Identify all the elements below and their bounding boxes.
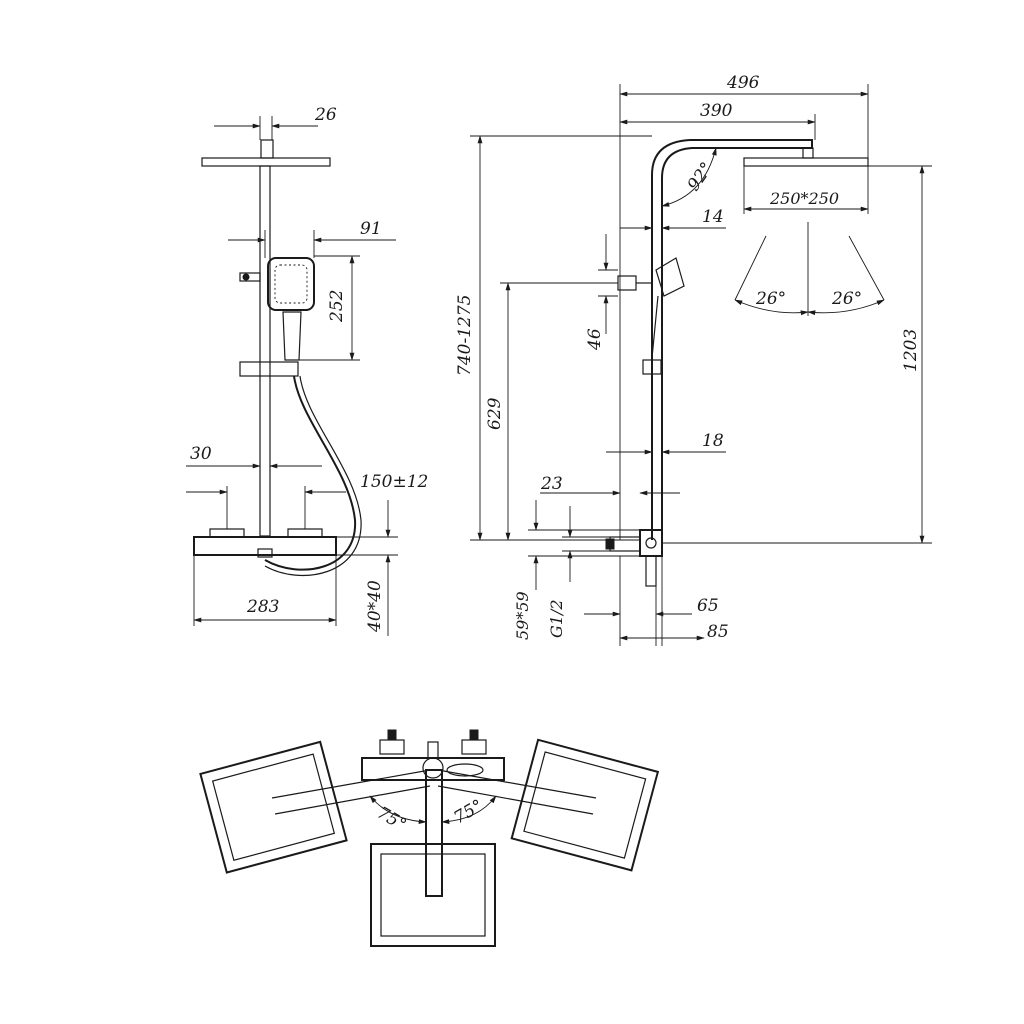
dim-inlet-offset: 23 [540,474,563,494]
dim-overall-reach: 496 [726,73,760,93]
dim-top-width: 26 [314,105,337,125]
dim-bar-width: 30 [190,444,212,464]
mixer-knob-right [287,528,323,538]
arm-top [425,769,443,897]
outlet-side [645,555,657,587]
dim-inlet-spacing: 150±12 [360,472,428,492]
dim-holder-to-mixer: 629 [485,397,505,430]
dim-arm-angle: 92° [684,159,718,195]
mixer-bar [193,536,337,556]
rain-head-swivel-left [199,740,348,874]
dim-swivel-right: 75° [451,796,487,828]
dim-inlet-thread: G1/2 [547,599,566,638]
holder-side [617,275,637,291]
dim-handshower-height: 252 [327,290,347,323]
front-view: 26 91 252 30 150±12 40*40 283 [186,105,428,636]
riser-pipe [259,165,271,537]
rain-head-plate [201,157,331,167]
handshower-handle [282,311,302,361]
slider-side [642,359,662,375]
rain-head-side [743,157,869,167]
dim-holder-height: 46 [585,328,605,351]
rain-head-top-inner [380,853,486,937]
dim-swivel-left: 75° [374,803,410,835]
rain-head-top [370,843,496,947]
dim-arm-tube: 14 [702,207,724,227]
slider [239,361,299,377]
holder-knob [239,272,261,282]
dim-spray-right: 26° [831,289,862,309]
mixer-outlet [257,548,273,558]
top-view: 75° 75° [199,729,660,947]
dim-depth-85: 85 [707,622,729,642]
rain-head-swivel-right [510,738,660,872]
mixer-top-outlet [427,741,439,759]
handshower-side-handle [651,295,659,359]
dim-mixer-width: 283 [246,597,279,617]
side-view: 496 390 92° 250*250 26° 26° 14 46 [455,73,932,646]
dim-head-size: 250*250 [769,189,839,208]
hose [264,375,357,571]
dim-arm-reach: 390 [700,101,733,121]
dim-rail-tube: 18 [702,431,724,451]
handshower-head [267,257,315,311]
head-joint [802,147,814,159]
dim-head-height: 1203 [901,329,921,372]
holder-knob-dot [242,273,250,281]
mixer-top-knob-right [461,739,487,755]
dim-spray-left: 26° [755,289,786,309]
dim-mixer-section: 40*40 [365,580,385,633]
dim-handshower-offset: 91 [360,219,382,239]
head-connector [260,139,274,159]
mixer-knob-left [209,528,245,538]
dim-height-range: 740-1275 [455,295,475,376]
handshower-side [655,257,685,297]
dim-mixer-depth: 59*59 [513,591,532,640]
mixer-top-knob-left [379,739,405,755]
handshower-nozzles [274,264,308,304]
handshower-top [446,763,484,777]
dim-depth-65: 65 [697,596,719,616]
hose-outline [264,375,362,577]
